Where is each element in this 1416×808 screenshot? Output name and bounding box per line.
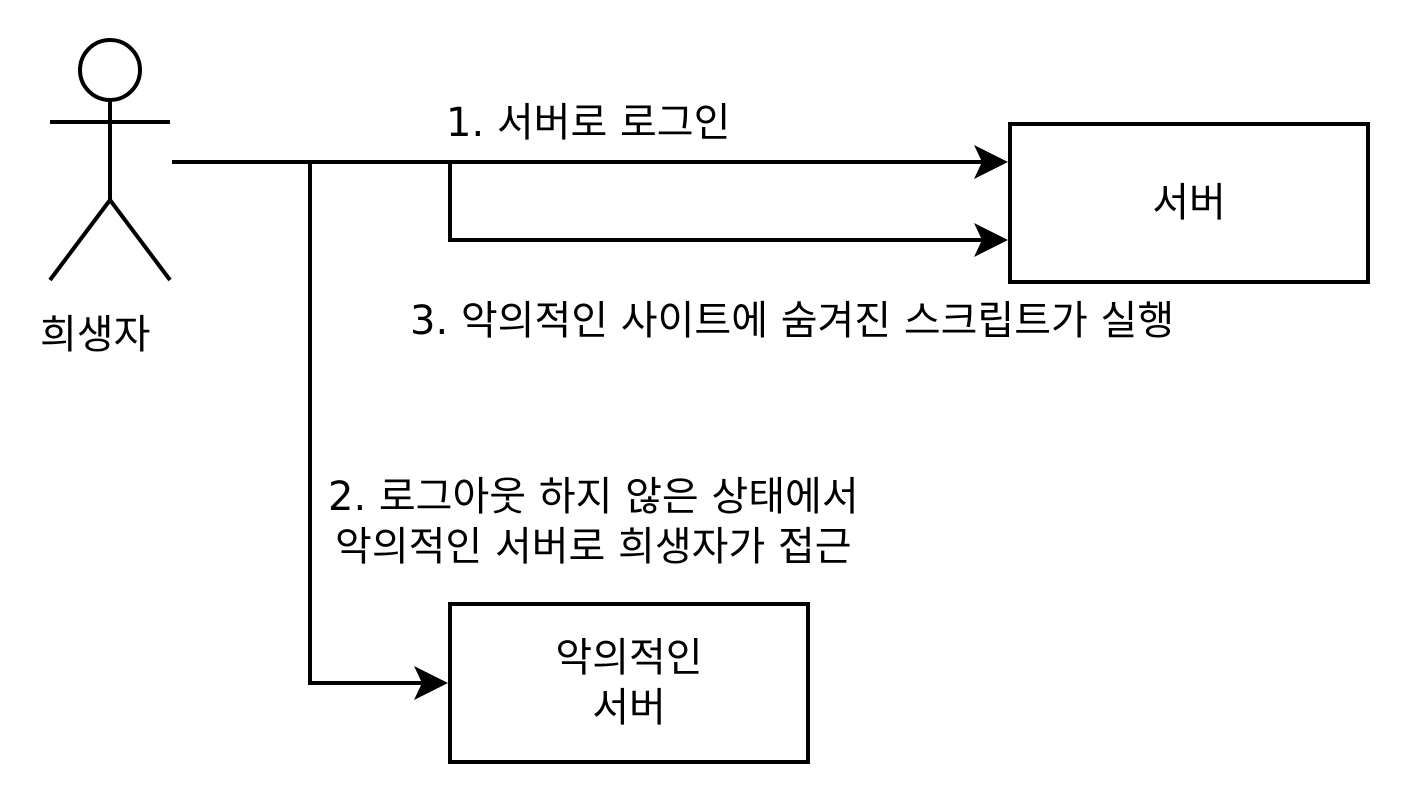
server-node: 서버 (1008, 122, 1370, 284)
edge-script-exec-label: 3. 악의적인 사이트에 숨겨진 스크립트가 실행 (410, 298, 1175, 344)
edge-login-label: 1. 서버로 로그인 (446, 100, 731, 146)
edge-script-exec-arrowhead (974, 223, 1008, 257)
edge-access-malicious-line (308, 162, 422, 685)
malicious-server-node-label: 악의적인 서버 (555, 635, 703, 731)
server-node-label: 서버 (1152, 180, 1226, 226)
edge-access-malicious-arrowhead (414, 666, 448, 700)
edge-login (172, 145, 1008, 179)
actor-head (78, 38, 142, 102)
malicious-server-node: 악의적인 서버 (448, 602, 810, 764)
actor-label: 희생자 (40, 312, 151, 358)
edge-access-malicious (308, 162, 448, 700)
stick-figure-icon (48, 38, 172, 282)
edge-login-arrowhead (974, 145, 1008, 179)
actor-left-leg (48, 198, 112, 282)
edge-script-exec-line (448, 162, 982, 242)
edge-script-exec (448, 162, 1008, 257)
edge-access-malicious-label: 2. 로그아웃 하지 않은 상태에서 악의적인 서버로 희생자가 접근 (328, 474, 859, 570)
actor-right-leg (108, 198, 172, 282)
